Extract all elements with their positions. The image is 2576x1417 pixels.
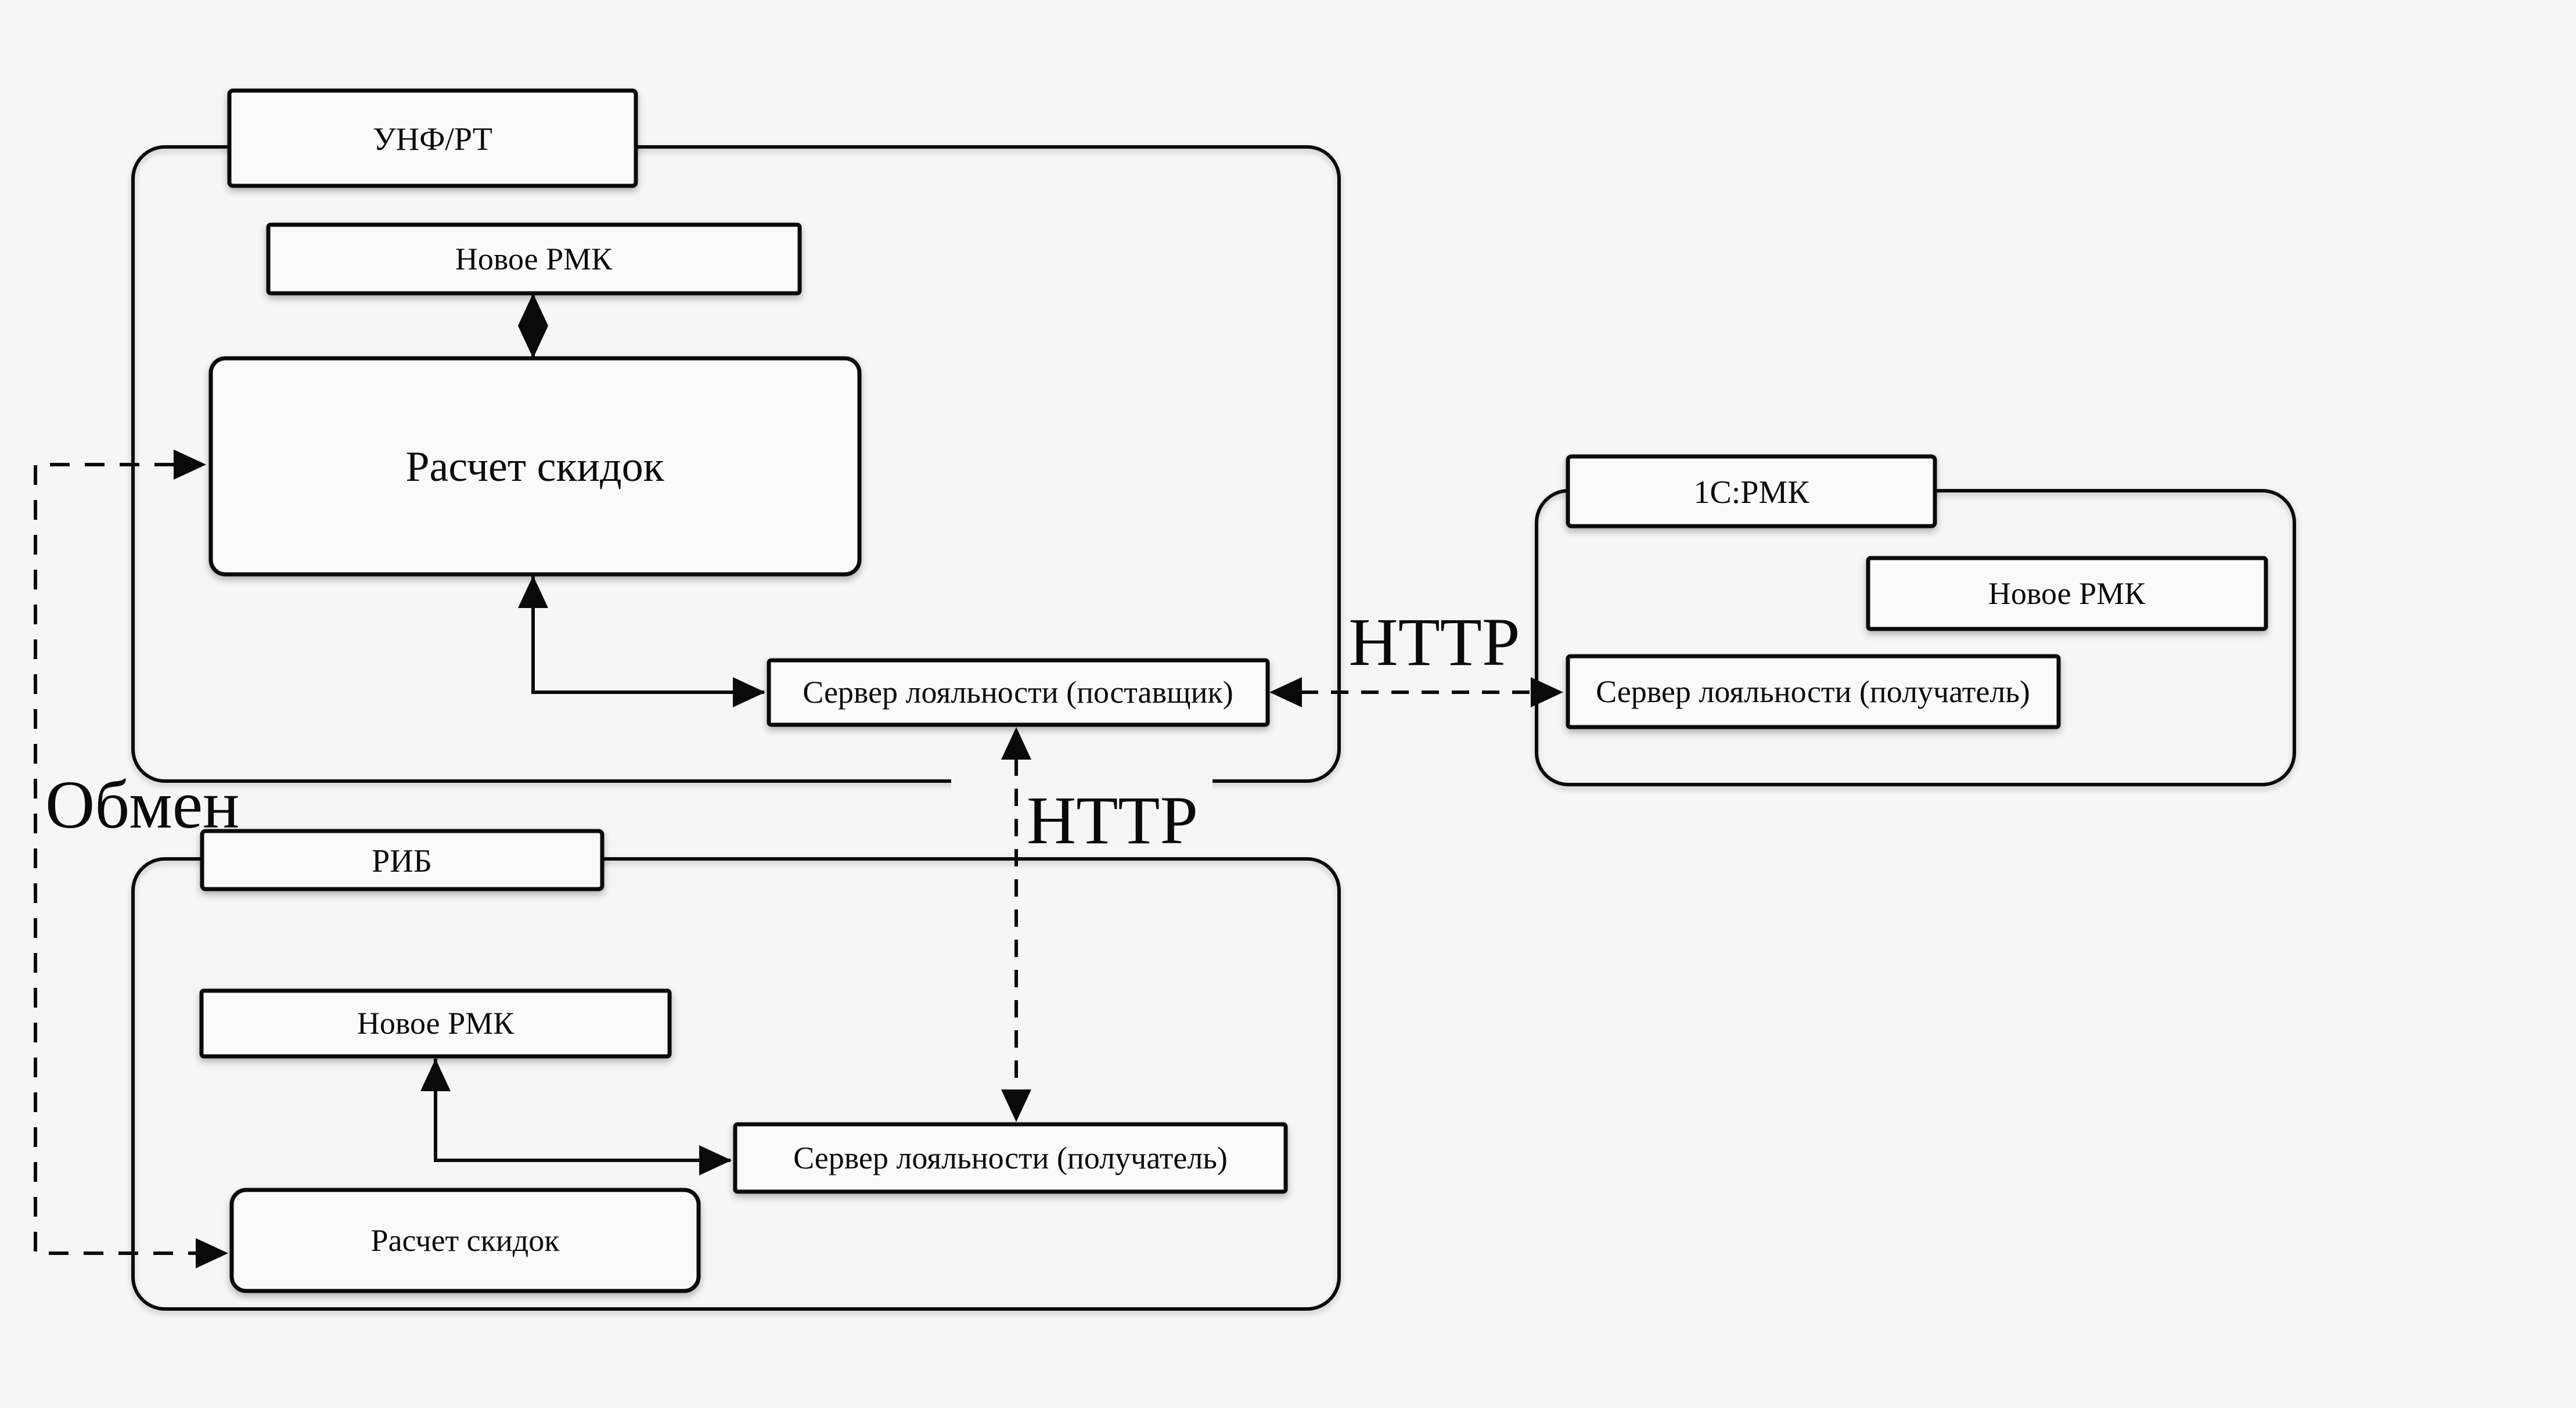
obmen-label: Обмен [45, 767, 239, 843]
arrow-up-icon [1001, 727, 1031, 760]
arrow-right-icon [699, 1145, 732, 1175]
edge-label-backdrop [951, 768, 1213, 853]
edge-http-vertical [1001, 727, 1031, 1122]
edge-obmen-exchange [34, 449, 228, 1268]
cluster-unf-rt-title: УНФ/РТ [227, 88, 638, 188]
edge-novoe-rmk-server-rib [420, 1059, 732, 1175]
arrow-left-icon [1269, 677, 1302, 707]
node-label: Сервер лояльности (получатель) [793, 1141, 1228, 1175]
node-label: Сервер лояльности (поставщик) [803, 675, 1233, 710]
arrow-up-icon [518, 293, 548, 326]
http-label-top: HTTP [1349, 604, 1520, 680]
arrow-down-icon [518, 326, 548, 358]
arrow-up-icon [420, 1059, 451, 1091]
node-raschet-skidok-rib: Расчет скидок [229, 1188, 701, 1293]
cluster-rib-title: РИБ [200, 829, 605, 891]
arrow-right-icon [174, 449, 206, 480]
footer-strip [0, 1408, 2576, 1417]
arrow-right-icon [196, 1238, 228, 1268]
node-server-loyalnosti-poluchatel-rib: Сервер лояльности (получатель) [733, 1122, 1288, 1194]
cluster-1c-rmk-title: 1С:РМК [1566, 454, 1937, 528]
arrow-up-icon [518, 576, 548, 608]
cluster-title-label: РИБ [372, 843, 432, 879]
node-novoe-rmk-unf: Новое РМК [266, 222, 802, 296]
node-novoe-rmk-1c: Новое РМК [1866, 556, 2268, 631]
cluster-title-label: УНФ/РТ [373, 121, 492, 157]
node-label: Расчет скидок [405, 443, 664, 491]
http-label-vertical: HTTP [1027, 782, 1198, 858]
cluster-rib-border [131, 857, 1341, 1311]
node-server-loyalnosti-poluchatel-1c: Сервер лояльности (получатель) [1566, 654, 2061, 729]
edge-novoe-rmk-raschet-unf [518, 293, 548, 358]
cluster-title-label: 1С:РМК [1693, 474, 1809, 510]
arrow-down-icon [1001, 1089, 1031, 1122]
node-label: Новое РМК [357, 1006, 515, 1041]
arrow-right-icon [1531, 677, 1563, 707]
node-label: Сервер лояльности (получатель) [1596, 674, 2030, 709]
node-label: Расчет скидок [371, 1223, 560, 1258]
node-label: Новое РМК [455, 242, 613, 276]
node-raschet-skidok-unf: Расчет скидок [208, 356, 862, 577]
edge-http-horizontal [1269, 677, 1563, 707]
arrow-right-icon [733, 677, 765, 707]
node-label: Новое РМК [1988, 576, 2146, 611]
node-novoe-rmk-rib: Новое РМК [199, 988, 672, 1059]
edge-raschet-server-postavshik [518, 576, 765, 707]
node-server-loyalnosti-postavshik: Сервер лояльности (поставщик) [767, 658, 1270, 727]
